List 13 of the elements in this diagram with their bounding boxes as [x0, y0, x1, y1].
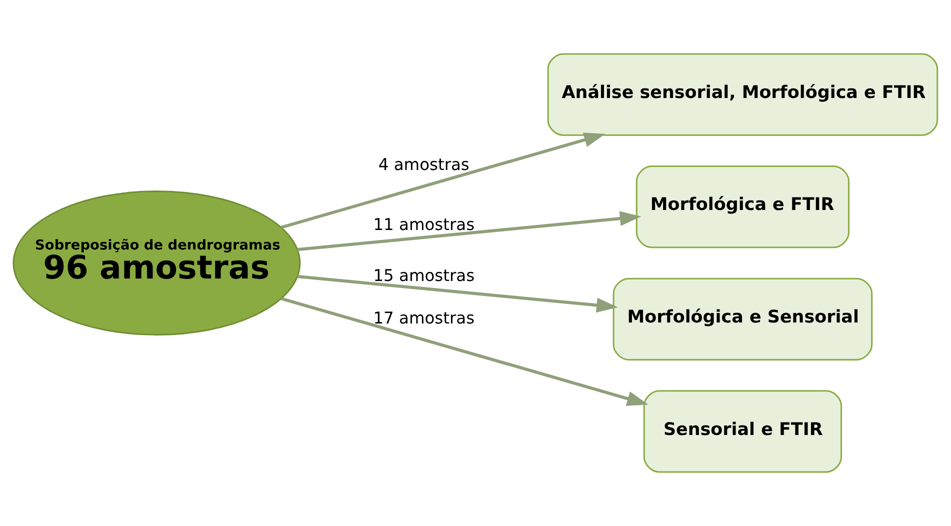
arrow	[280, 297, 648, 406]
node-box: Morfológica e Sensorial	[612, 278, 873, 360]
node-ellipse: Sobreposição de dendrogramas 96 amostras	[12, 190, 301, 336]
arrow	[297, 274, 618, 313]
edge-label: 11 amostras	[373, 214, 475, 234]
node-box: Análise sensorial, Morfológica e FTIR	[547, 53, 938, 136]
edge-label: 17 amostras	[373, 308, 475, 328]
arrow	[297, 211, 642, 252]
node-box: Morfológica e FTIR	[636, 166, 850, 248]
node-box: Sensorial e FTIR	[643, 390, 842, 473]
arrow	[280, 132, 606, 229]
edge-label: 4 amostras	[378, 154, 470, 174]
edge-label: 15 amostras	[373, 266, 475, 285]
